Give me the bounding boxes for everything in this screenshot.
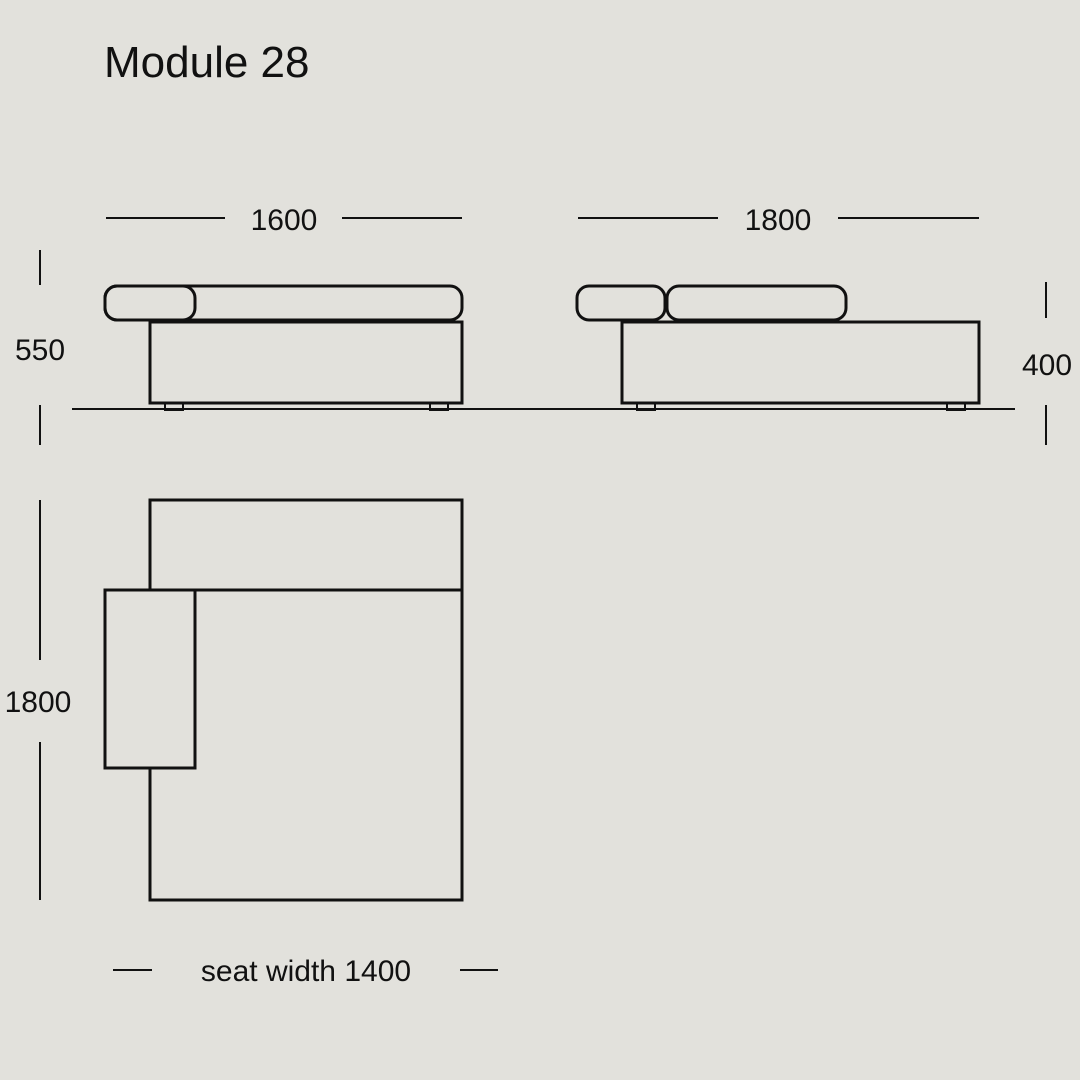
foot [946,402,966,411]
foot [636,402,656,411]
base [148,320,464,405]
depth-dimension: 1800 [5,500,72,900]
arm-cushion [103,284,197,322]
back-height-label: 550 [15,334,65,367]
back-height-dimension: 550 [15,250,65,445]
foot [164,402,184,411]
front-width-dimension: 1600 [106,204,462,237]
foot [429,402,449,411]
arm-cushion [103,588,197,770]
seat-width-label: seat width 1400 [201,955,411,988]
depth-label: 1800 [5,686,72,719]
side-elevation [575,284,981,411]
front-elevation [103,284,464,411]
seat-height-dimension: 400 [1022,282,1072,445]
arm-cushion [575,284,667,322]
base [620,320,981,405]
side-width-dimension: 1800 [578,204,979,237]
front-width-label: 1600 [251,204,318,237]
seat-height-label: 400 [1022,349,1072,382]
back-cushion [665,284,848,322]
seat-outline [148,498,464,902]
back-cushion [103,284,464,322]
seat-width-dimension: seat width 1400 [113,955,498,988]
module-title: Module 28 [104,38,309,87]
plan-view [103,498,464,902]
side-width-label: 1800 [745,204,812,237]
